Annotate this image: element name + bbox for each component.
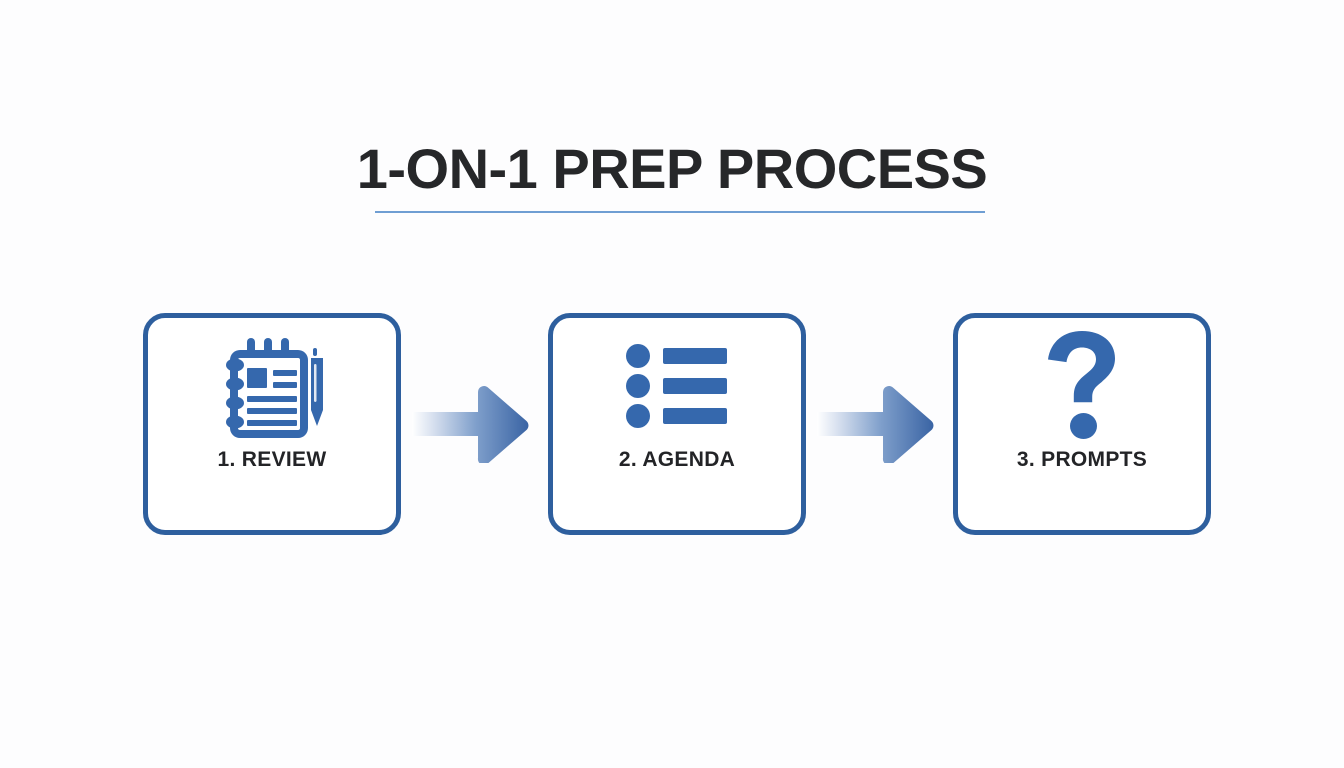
step-card-review[interactable]: 1. REVIEW (143, 313, 401, 535)
step-card-label: 1. REVIEW (217, 448, 327, 471)
arrow-right-icon (406, 313, 536, 535)
step-card-label: 3. PROMPTS (1016, 448, 1148, 471)
step-card-prompts[interactable]: 3. PROMPTS (953, 313, 1211, 535)
title-underline (375, 211, 985, 213)
page-title: 1-ON-1 PREP PROCESS (0, 137, 1344, 200)
step-card-label: 2. AGENDA (618, 448, 736, 471)
arrow-right-icon (811, 313, 941, 535)
bulleted-list-icon (553, 318, 801, 448)
process-flow: 1. REVIEW (0, 313, 1344, 535)
page-title-text: 1-ON-1 PREP PROCESS (356, 137, 988, 200)
notepad-pen-icon (148, 318, 396, 448)
step-card-agenda[interactable]: 2. AGENDA (548, 313, 806, 535)
question-mark-icon (958, 318, 1206, 448)
